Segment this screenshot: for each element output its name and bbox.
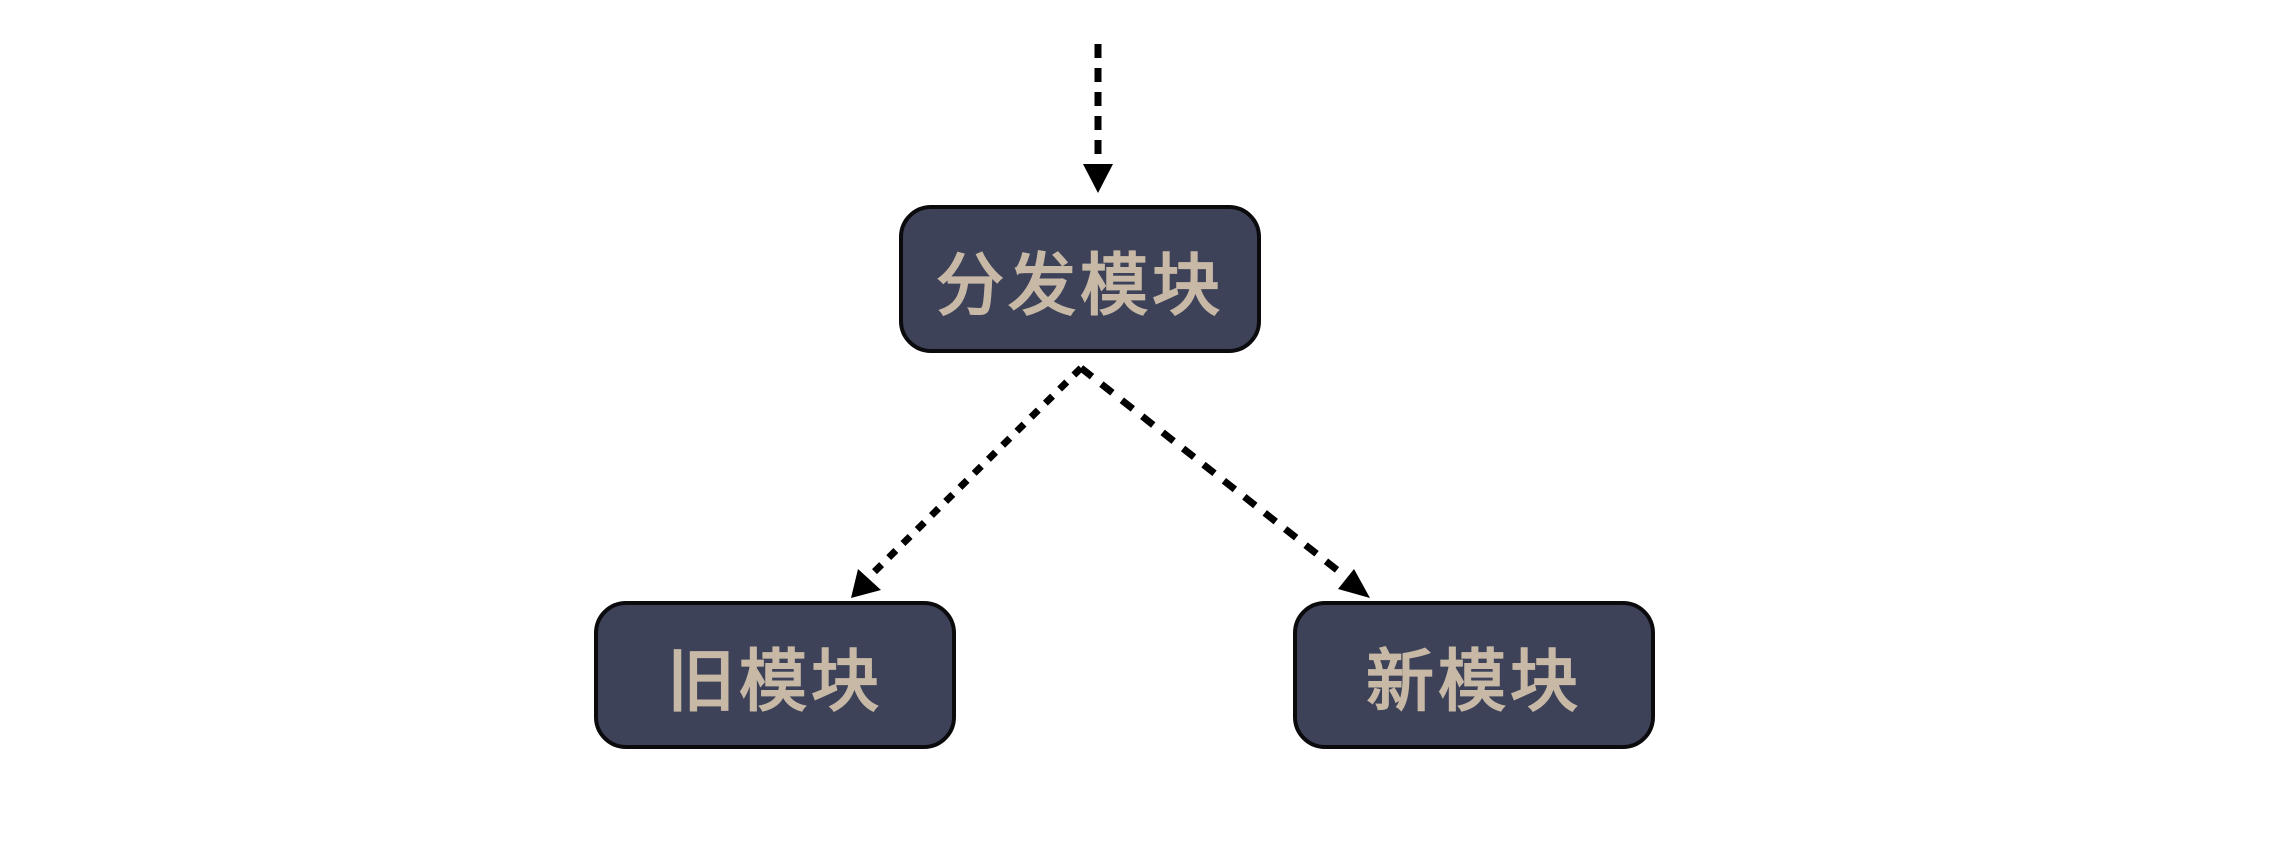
incoming-arrow — [1083, 44, 1113, 193]
arrow-to-new-head — [1338, 569, 1370, 598]
new-module-label: 新模块 — [1365, 642, 1582, 722]
incoming-arrow-head — [1083, 164, 1113, 193]
new-module-node: 新模块 — [1293, 601, 1655, 749]
dispatch-module-label: 分发模块 — [935, 246, 1224, 326]
old-module-label: 旧模块 — [666, 642, 883, 722]
arrow-to-old — [851, 365, 1084, 598]
arrow-to-old-head — [851, 569, 881, 598]
old-module-node: 旧模块 — [594, 601, 956, 749]
dispatch-module-node: 分发模块 — [899, 205, 1261, 353]
arrow-to-old-line — [865, 365, 1084, 581]
arrow-to-new — [1078, 365, 1370, 598]
arrow-to-new-line — [1078, 365, 1349, 580]
